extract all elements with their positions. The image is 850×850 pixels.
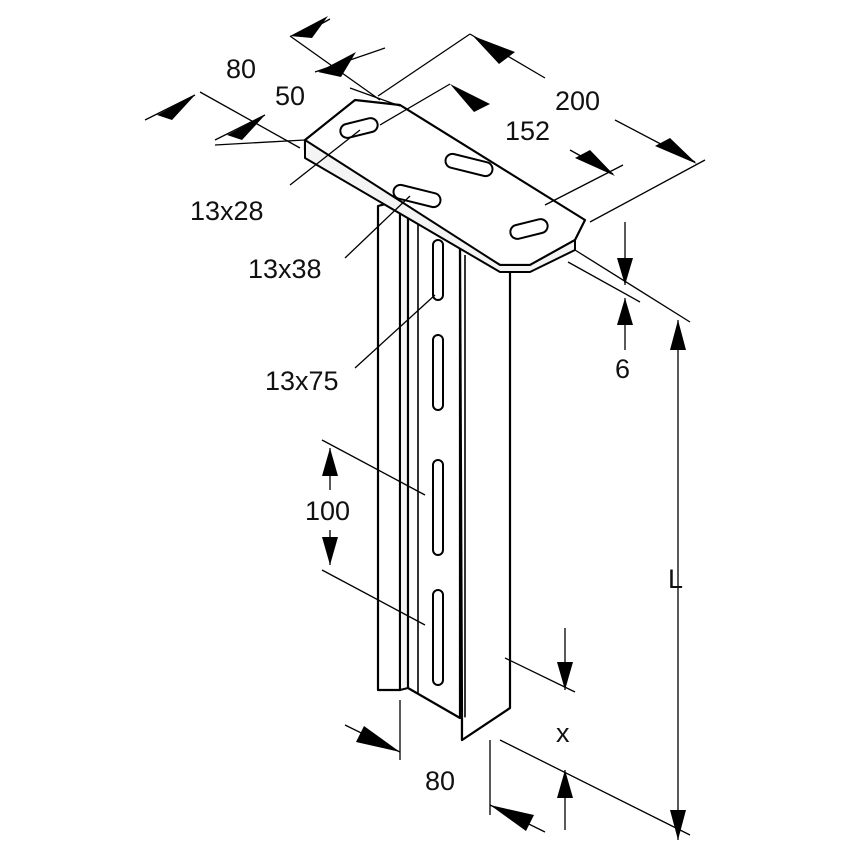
dimension-labels: 80 50 200 152 13x28 13x38 13x75 6 100 L … [190, 54, 683, 796]
label-plate-width: 80 [226, 54, 256, 84]
vertical-profile [376, 198, 512, 742]
label-slot-pitch: 100 [305, 496, 350, 526]
plate-slot-center-top [444, 152, 494, 178]
dimension-lines [144, 16, 706, 840]
profile-left-flange [376, 198, 402, 692]
plate-slot-end-top [339, 117, 379, 139]
profile-left-inner [399, 199, 409, 691]
label-slot-pitch-inner: 50 [275, 81, 305, 111]
label-plate-length: 200 [555, 86, 600, 116]
label-slot-spacing: 152 [505, 116, 550, 146]
label-profile-width: 80 [425, 766, 455, 796]
label-end-offset: x [556, 718, 570, 748]
label-center-slot: 13x38 [248, 254, 322, 284]
profile-right-flange [458, 236, 512, 742]
plate-slot-center-bottom [392, 183, 442, 209]
label-length: L [668, 564, 683, 594]
profile-slot-3 [432, 459, 444, 556]
plate-slot-end-bottom [509, 218, 549, 240]
label-profile-slot: 13x75 [265, 366, 339, 396]
profile-slot-2 [432, 334, 444, 411]
label-end-slot: 13x28 [190, 196, 264, 226]
label-plate-thickness: 6 [615, 354, 630, 384]
profile-slot-1 [432, 239, 444, 301]
profile-slot-4 [432, 589, 444, 686]
top-plate [303, 98, 587, 273]
